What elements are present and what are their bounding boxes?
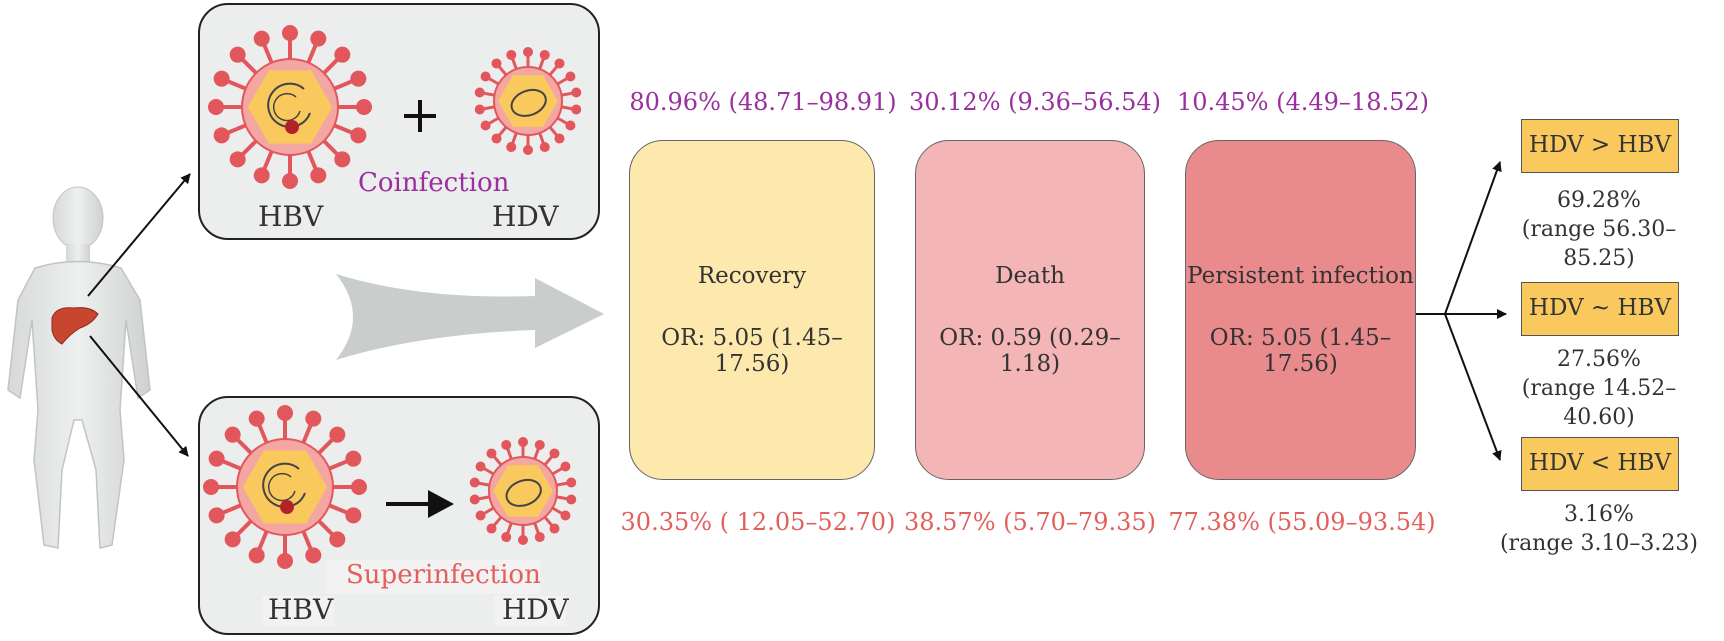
hdv-greater-range: (range 56.30–85.25) xyxy=(1521,217,1677,271)
persistent-infection-or: OR: 5.05 (1.45–17.56) xyxy=(1209,325,1392,377)
coinfection-hbv-label: HBV xyxy=(258,200,324,233)
recovery-label: Recovery xyxy=(697,263,807,289)
recovery-coinfection-pct: 80.96% (48.71–98.91) xyxy=(629,88,897,116)
death-superinfection-pct: 38.57% (5.70–79.35) xyxy=(903,508,1156,536)
hdv-greater-box: HDV > HBV xyxy=(1521,119,1679,173)
hbv-virus-icon xyxy=(203,405,367,569)
hdv-less-value: 3.16% (range 3.10–3.23) xyxy=(1489,500,1709,558)
superinfection-hbv-bg xyxy=(262,596,334,626)
superinfection-hdv-bg xyxy=(494,596,566,626)
superinfection-label-bg xyxy=(326,560,540,594)
coinfection-hdv-label: HDV xyxy=(492,200,559,233)
hbv-virus-icon xyxy=(208,25,372,189)
hdv-similar-box: HDV ~ HBV xyxy=(1521,282,1679,336)
persistent-infection-box: Persistent infection OR: 5.05 (1.45–17.5… xyxy=(1185,140,1416,480)
hdv-greater-value: 69.28% (range 56.30–85.25) xyxy=(1489,186,1709,273)
persistent-superinfection-pct: 77.38% (55.09–93.54) xyxy=(1168,508,1436,536)
hdv-virus-icon xyxy=(474,47,582,155)
hdv-similar-value: 27.56% (range 14.52–40.60) xyxy=(1489,345,1709,432)
hdv-similar-range: (range 14.52–40.60) xyxy=(1521,376,1677,430)
human-silhouette-icon xyxy=(7,186,151,549)
persistent-infection-label: Persistent infection xyxy=(1187,263,1414,289)
hdv-less-pct: 3.16% xyxy=(1564,502,1634,527)
recovery-or: OR: 5.05 (1.45–17.56) xyxy=(661,325,843,377)
superinfection-hdv-label: HDV xyxy=(502,593,569,626)
hdv-greater-pct: 69.28% xyxy=(1557,188,1641,213)
liver-icon xyxy=(51,307,99,345)
recovery-box: Recovery OR: 5.05 (1.45–17.56) xyxy=(629,140,875,480)
hdv-virus-icon xyxy=(469,437,577,545)
hdv-less-box: HDV < HBV xyxy=(1521,437,1679,491)
hdv-similar-pct: 27.56% xyxy=(1557,347,1641,372)
persistent-coinfection-pct: 10.45% (4.49–18.52) xyxy=(1176,88,1429,116)
superinfection-hbv-label: HBV xyxy=(268,593,334,626)
death-coinfection-pct: 30.12% (9.36–56.54) xyxy=(908,88,1161,116)
big-right-arrow-icon xyxy=(336,274,604,360)
death-or: OR: 0.59 (0.29–1.18) xyxy=(939,325,1121,377)
death-label: Death xyxy=(995,263,1065,289)
superinfection-label: Superinfection xyxy=(346,560,541,590)
coinfection-label: Coinfection xyxy=(358,168,510,198)
recovery-superinfection-pct: 30.35% ( 12.05–52.70) xyxy=(620,508,896,536)
death-box: Death OR: 0.59 (0.29–1.18) xyxy=(915,140,1145,480)
hdv-less-range: (range 3.10–3.23) xyxy=(1499,531,1699,556)
